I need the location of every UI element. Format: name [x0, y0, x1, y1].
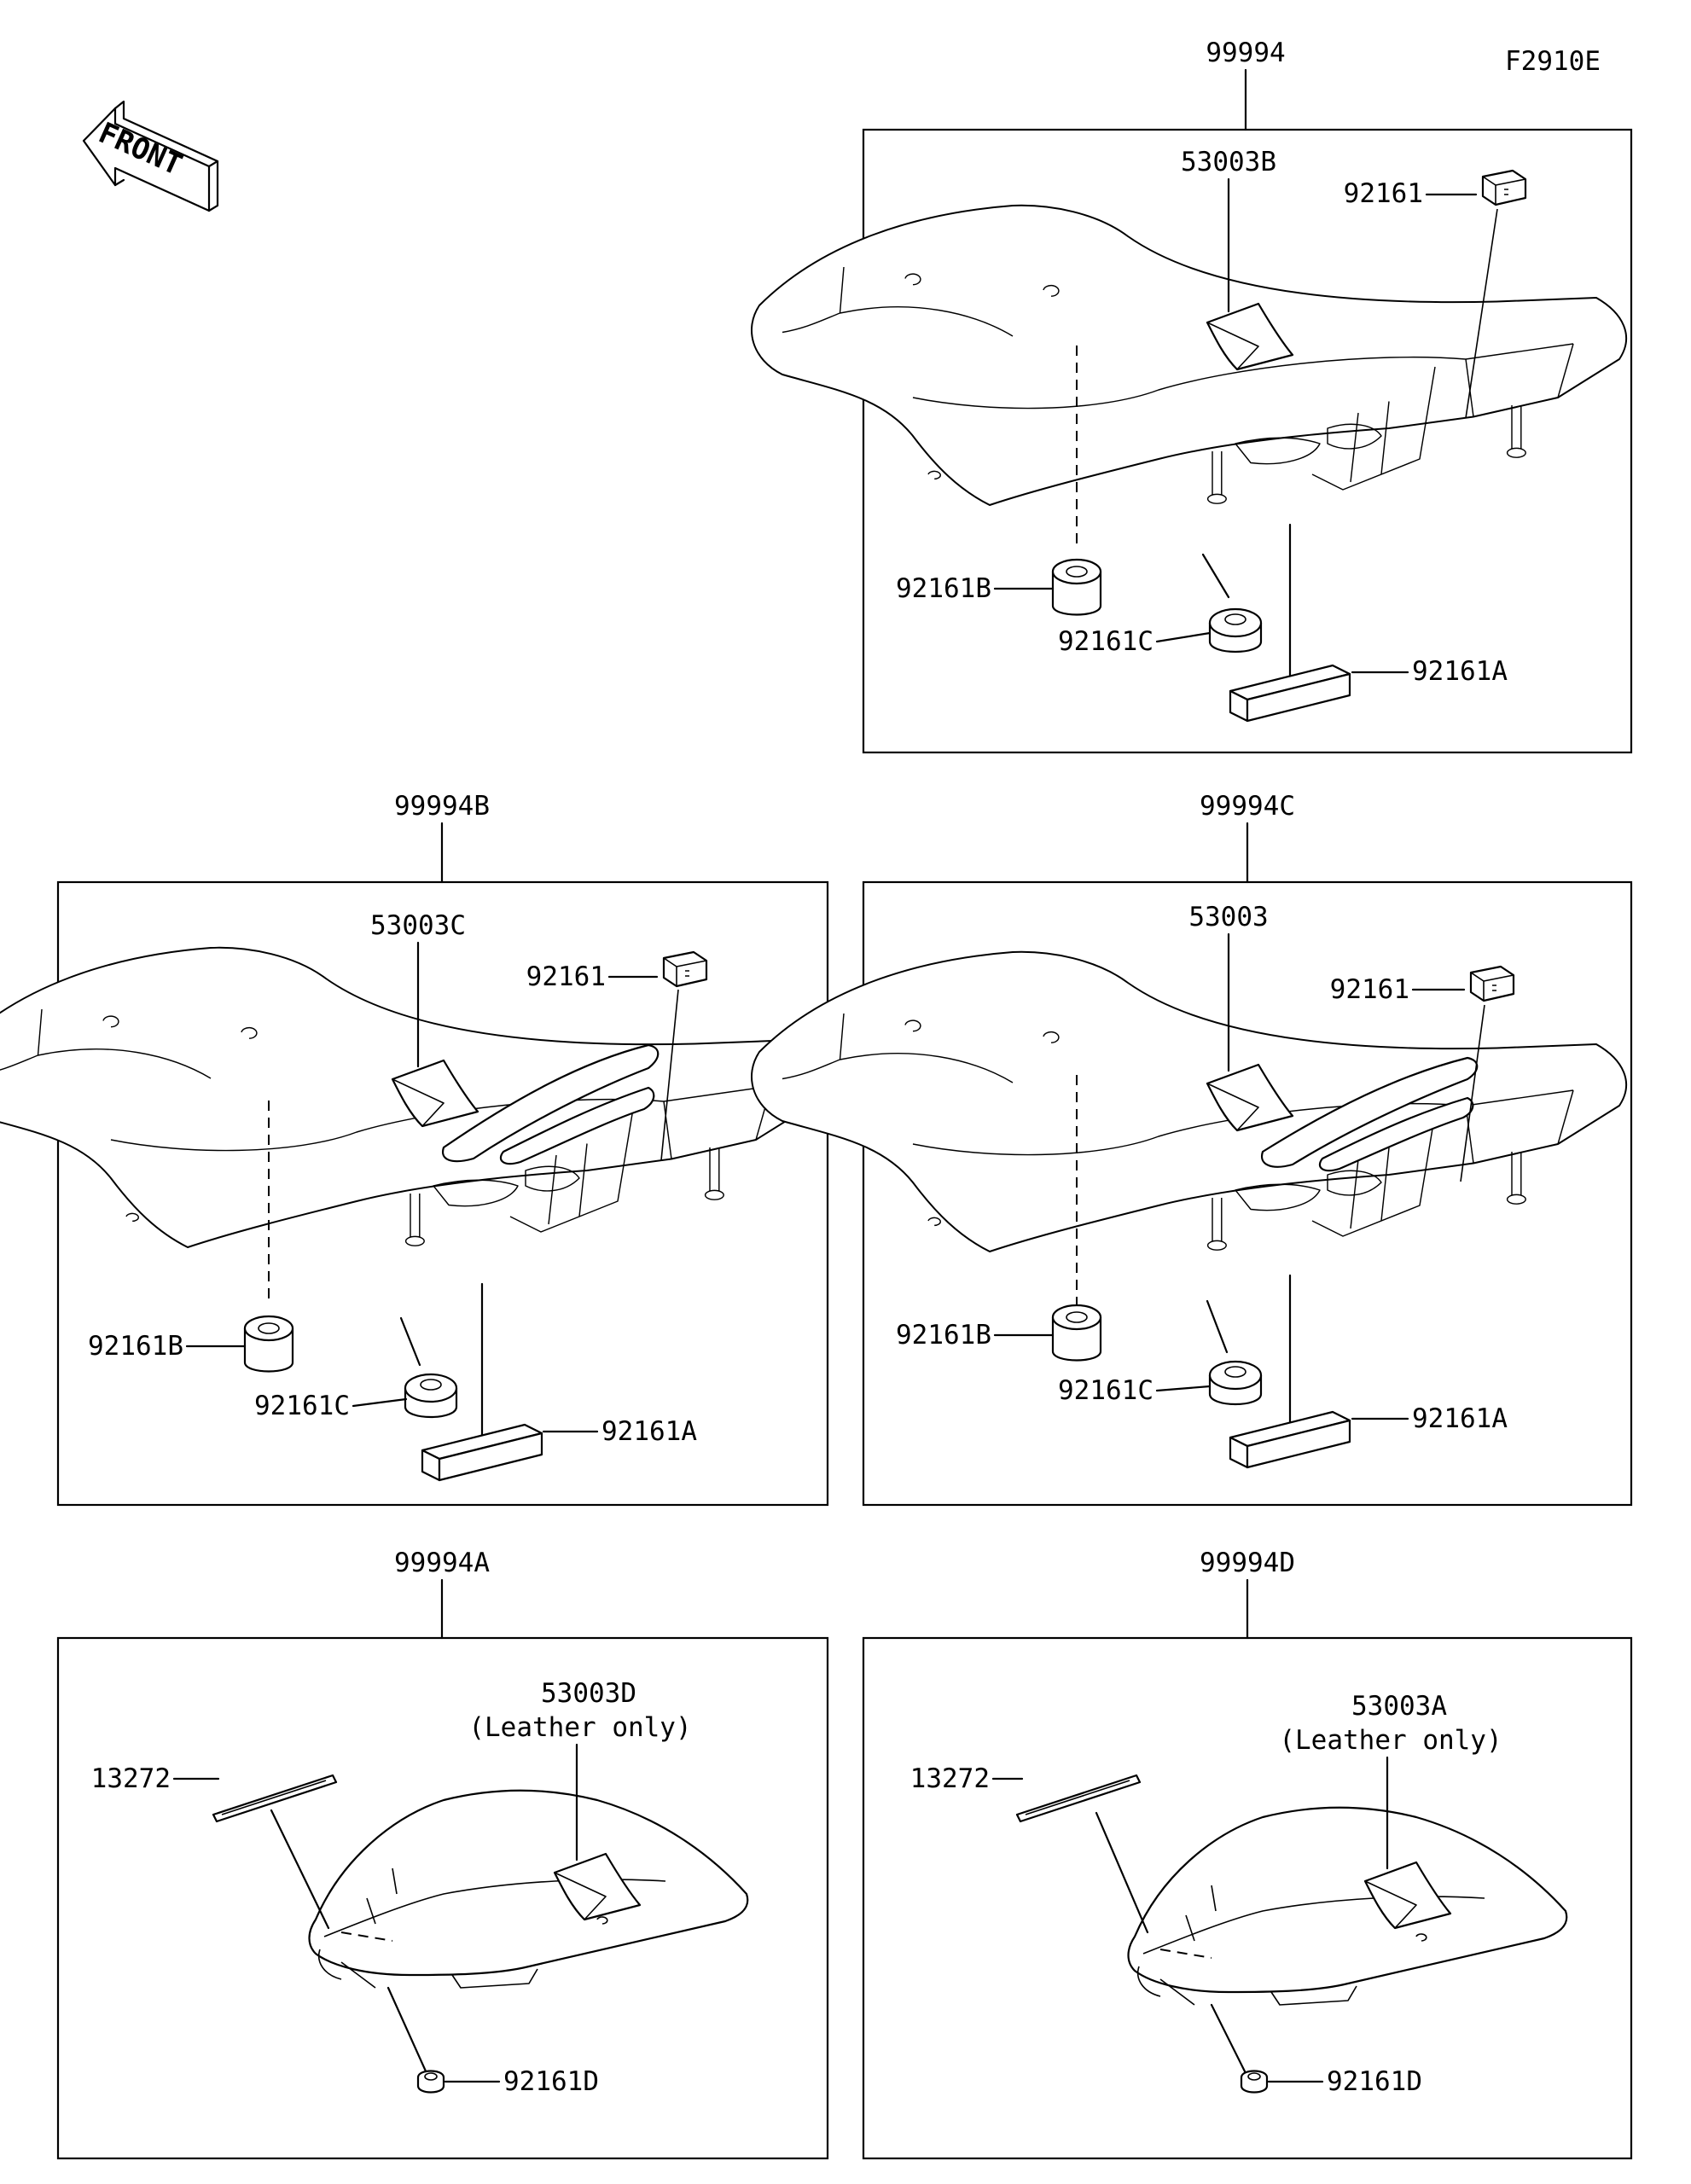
part-label-pad-b: 92161B: [896, 573, 991, 604]
panel-99994: 99994 53003B 92161 92161B 92161C 92161A: [751, 38, 1633, 754]
panel-frame: [862, 880, 1633, 1507]
pad-cylinder-drawing: [1051, 1304, 1102, 1362]
part-label-cover: 53003A: [1351, 1691, 1447, 1722]
panel-99994c: 99994C 53003 92161 92161B 92161C 92161A: [751, 791, 1633, 1507]
part-label-pad-top: 92161: [1344, 178, 1423, 209]
part-label-pad-top: 92161: [526, 961, 606, 992]
pad-tab-drawing: [1469, 965, 1515, 1002]
part-label-pad-top: 92161: [1330, 974, 1409, 1005]
part-label-pad-a: 92161A: [1412, 1403, 1508, 1434]
rider-seat-drawing: [751, 204, 1628, 506]
panel-label-99994d: 99994D: [1200, 1548, 1295, 1578]
part-label-pad-b: 92161B: [88, 1331, 183, 1362]
panel-99994b: 99994B 53003C 92161 92161B 92161C 92161A: [0, 791, 829, 1507]
strip-drawing: [212, 1774, 338, 1823]
part-label-grommet: 92161D: [503, 2066, 599, 2097]
panel-label-99994: 99994: [1206, 38, 1285, 68]
grip-pattern: [499, 1086, 655, 1165]
pad-oval-drawing: [404, 1373, 458, 1419]
panel-frame: [56, 880, 829, 1507]
part-label-pad-c: 92161C: [1058, 1375, 1153, 1406]
front-arrow-icon: FRONT: [82, 100, 219, 212]
grommet-drawing: [416, 2070, 445, 2094]
pad-cylinder-drawing: [243, 1315, 294, 1373]
panel-label-99994a: 99994A: [394, 1548, 490, 1578]
passenger-seat-drawing: [1127, 1806, 1568, 2007]
part-label-pad-a: 92161A: [1412, 656, 1508, 687]
panel-99994a: 99994A 53003D (Leather only) 13272 92161…: [56, 1548, 829, 2160]
part-label-cover-note: (Leather only): [468, 1712, 691, 1743]
part-label-pad-c: 92161C: [254, 1391, 350, 1421]
part-label-pad-a: 92161A: [601, 1416, 697, 1447]
passenger-seat-drawing: [308, 1789, 749, 1989]
panel-label-99994b: 99994B: [394, 791, 490, 822]
part-label-grommet: 92161D: [1327, 2066, 1422, 2097]
grip-pattern: [1260, 1056, 1479, 1168]
strip-drawing: [1015, 1774, 1142, 1823]
panel-frame: [862, 128, 1633, 754]
pad-oval-drawing: [1208, 1360, 1263, 1406]
pad-oval-drawing: [1208, 607, 1263, 653]
grip-pattern: [441, 1043, 660, 1163]
part-label-strip: 13272: [91, 1763, 171, 1794]
grommet-drawing: [1240, 2070, 1269, 2094]
panel-frame: [56, 1636, 829, 2160]
part-label-pad-c: 92161C: [1058, 626, 1153, 657]
part-label-cover: 53003C: [370, 910, 466, 941]
part-label-pad-b: 92161B: [896, 1320, 991, 1350]
part-label-cover-note: (Leather only): [1279, 1725, 1502, 1756]
pad-tab-drawing: [662, 950, 708, 988]
part-label-cover: 53003B: [1181, 147, 1276, 177]
part-label-strip: 13272: [910, 1763, 990, 1794]
figure-code: F2910E: [1505, 46, 1601, 77]
grip-pattern: [1318, 1096, 1474, 1172]
panel-label-99994c: 99994C: [1200, 791, 1295, 822]
part-label-cover: 53003D: [541, 1678, 636, 1709]
pad-tab-drawing: [1481, 169, 1527, 206]
part-label-cover: 53003: [1188, 902, 1268, 932]
panel-frame: [862, 1636, 1633, 2160]
pad-cylinder-drawing: [1051, 558, 1102, 616]
panel-99994d: 99994D 53003A (Leather only) 13272 92161…: [862, 1548, 1633, 2160]
